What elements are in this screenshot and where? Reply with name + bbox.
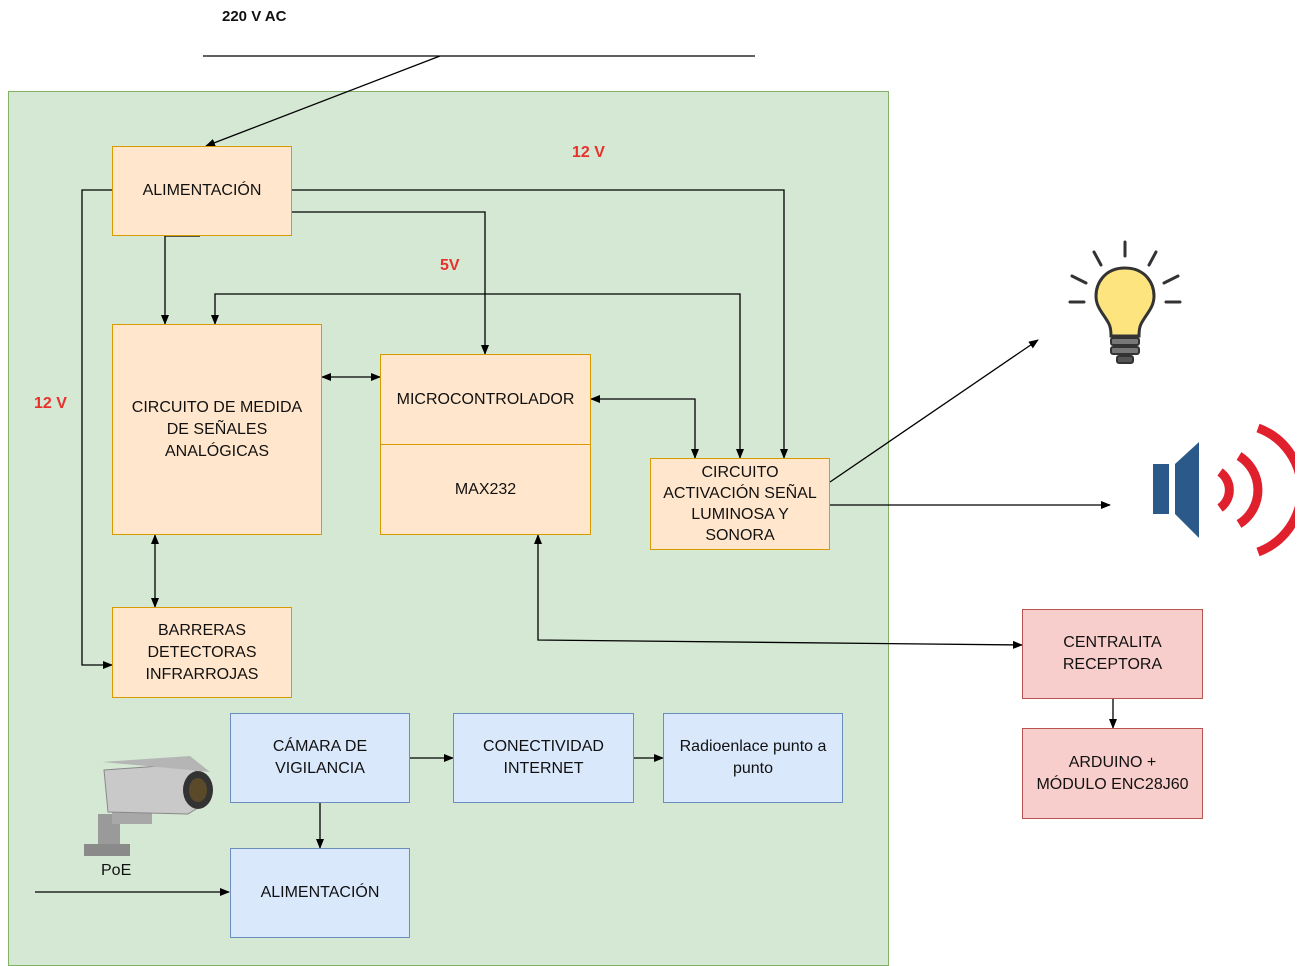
radioenlace-block: Radioenlace punto a punto [663,713,843,803]
circuito-activacion-block: CIRCUITO ACTIVACIÓN SEÑAL LUMINOSA Y SON… [650,458,830,550]
alimentacion-block: ALIMENTACIÓN [112,146,292,236]
speaker-icon [1153,423,1295,557]
voltage-label-5v: 5V [440,257,460,274]
voltage-label-12v-left: 12 V [34,395,67,412]
poe-label: PoE [101,862,132,879]
alimentacion-camara-block: ALIMENTACIÓN [230,848,410,938]
arduino-block: ARDUINO + MÓDULO ENC28J60 [1022,728,1203,819]
max232-block: MAX232 [380,444,591,535]
mains-to-alimentacion [205,55,441,147]
conectividad-block: CONECTIVIDAD INTERNET [453,713,634,803]
barreras-block: BARRERAS DETECTORAS INFRARROJAS [112,607,292,698]
centralita-block: CENTRALITA RECEPTORA [1022,609,1203,699]
light-bulb-icon [1068,240,1182,364]
voltage-label-12v-top: 12 V [572,144,605,161]
max232-centralita-link [534,534,1023,649]
micro-activacion-link [590,395,699,459]
activacion-to-bulb [829,339,1039,483]
activacion-to-medida [211,293,744,459]
alimentacion-to-barreras-12v [81,189,113,669]
alimentacion-to-micro-5v [292,211,489,355]
alimentacion-to-activacion-12v [292,189,788,459]
microcontrolador-block: MICROCONTROLADOR [380,354,591,445]
circuito-medida-block: CIRCUITO DE MEDIDA DE SEÑALES ANALÓGICAS [112,324,322,535]
security-camera-icon [84,756,213,856]
alimentacion-to-medida [161,235,200,325]
camara-block: CÁMARA DE VIGILANCIA [230,713,410,803]
mains-label: 220 V AC [222,8,287,25]
